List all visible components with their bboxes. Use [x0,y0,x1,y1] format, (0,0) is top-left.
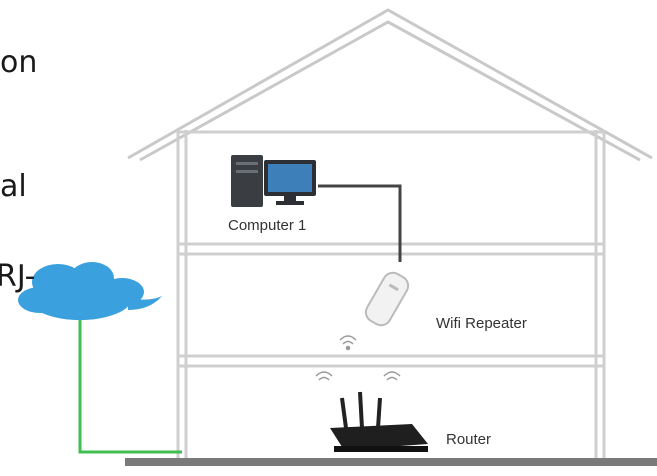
computer-icon [231,155,316,207]
ground-line [125,458,657,466]
cloud-icon [18,262,162,320]
lan-cable [318,184,402,262]
house-roof [127,8,653,162]
cropped-text-fragment: on [0,45,38,80]
house-walls [176,130,606,460]
repeater-label: Wifi Repeater [436,315,527,332]
router-label: Router [446,431,492,448]
router-icon [330,391,428,452]
wifi-repeater-icon [364,271,410,327]
computer-label: Computer 1 [228,217,307,234]
house-floors [178,130,604,368]
internet-cable [78,296,182,454]
wifi-signal-icon [315,335,401,381]
cropped-text-fragment: RJ- [0,259,36,294]
cropped-text-fragment: al [0,169,27,204]
